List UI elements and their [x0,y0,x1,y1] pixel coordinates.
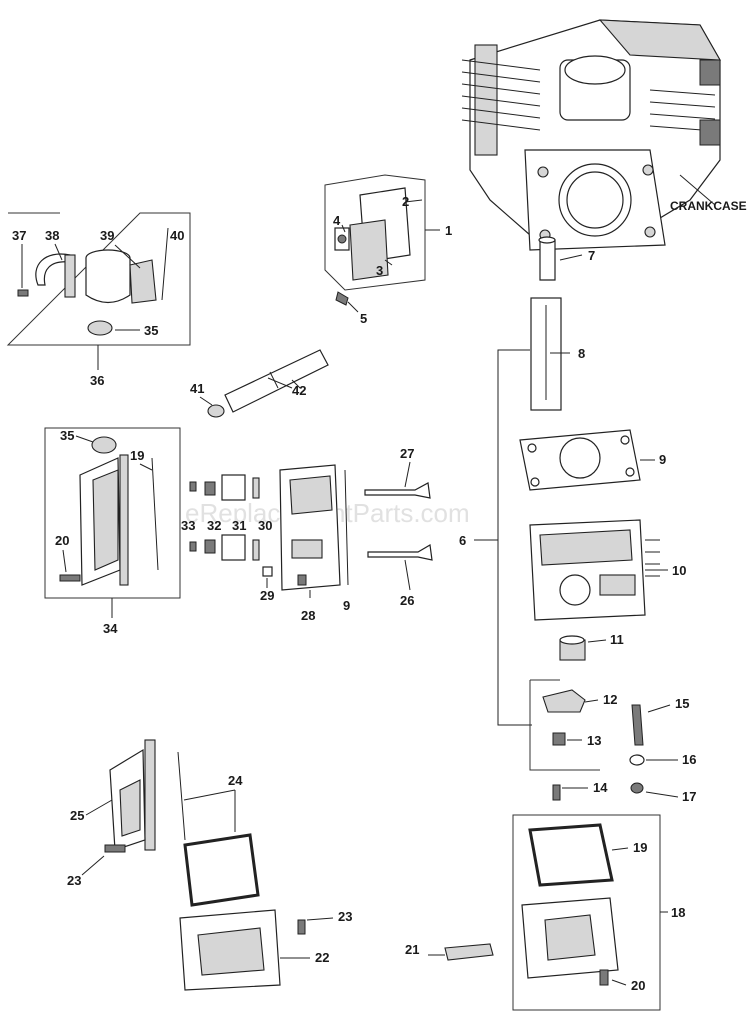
callout-14: 14 [593,780,608,795]
crankcase-label: CRANKCASE [670,199,747,213]
callout-42: 42 [292,383,306,398]
callout-11: 11 [610,632,624,647]
callout-32: 32 [207,518,221,533]
cylinder-head-side-drawing [279,464,349,591]
callout-15: 15 [675,696,689,711]
callout-6: 6 [459,533,466,548]
callout-16: 16 [682,752,696,767]
callout-20-a: 20 [55,533,69,548]
callout-8: 8 [578,346,585,361]
cylinder-head-drawing [529,519,660,621]
callout-4: 4 [333,213,341,228]
callout-37: 37 [12,228,26,243]
callout-41: 41 [190,381,204,396]
valve-cover-left-drawing [59,436,159,586]
callout-21: 21 [405,942,419,957]
callout-7: 7 [588,248,595,263]
callout-25: 25 [70,808,84,823]
callout-20-b: 20 [631,978,645,993]
callout-38: 38 [45,228,59,243]
callout-27: 27 [400,446,414,461]
callout-35-b: 35 [60,428,74,443]
head-gasket-drawing [519,429,641,491]
valve-cover-right-drawing [521,823,619,986]
callout-30: 30 [258,518,272,533]
callout-13: 13 [587,733,601,748]
callout-12: 12 [603,692,617,707]
callout-26: 26 [400,593,414,608]
callout-29: 29 [260,588,274,603]
callout-9-a: 9 [343,598,350,613]
callout-31: 31 [232,518,246,533]
push-rod-components-drawing [530,236,562,411]
breather-tube-drawing [207,349,329,418]
callout-33: 33 [181,518,195,533]
callout-3: 3 [376,263,383,278]
callout-18: 18 [671,905,685,920]
callout-2: 2 [402,194,409,209]
callout-40: 40 [170,228,184,243]
callout-1: 1 [445,223,452,238]
air-cleaner-adapter-drawing [17,227,169,336]
callout-22: 22 [315,950,329,965]
callout-23-a: 23 [67,873,81,888]
callout-17: 17 [682,789,696,804]
rocker-arm-drawing [542,689,586,746]
valve-cover-bottom-drawing [104,739,306,991]
callout-19-b: 19 [633,840,647,855]
callout-39: 39 [100,228,114,243]
callout-23-b: 23 [338,909,352,924]
callout-36: 36 [90,373,104,388]
callout-34: 34 [103,621,118,636]
valve-springs-drawing [189,474,273,577]
callout-10: 10 [672,563,686,578]
valves-drawing [364,482,433,561]
valve-guide-drawing [559,635,586,661]
callout-28: 28 [301,608,315,623]
callout-19-a: 19 [130,448,144,463]
breather-cover-drawing [334,187,411,306]
callout-9-b: 9 [659,452,666,467]
callout-5: 5 [360,311,367,326]
callout-24: 24 [228,773,243,788]
crankcase-drawing [461,19,721,251]
callout-35-a: 35 [144,323,158,338]
